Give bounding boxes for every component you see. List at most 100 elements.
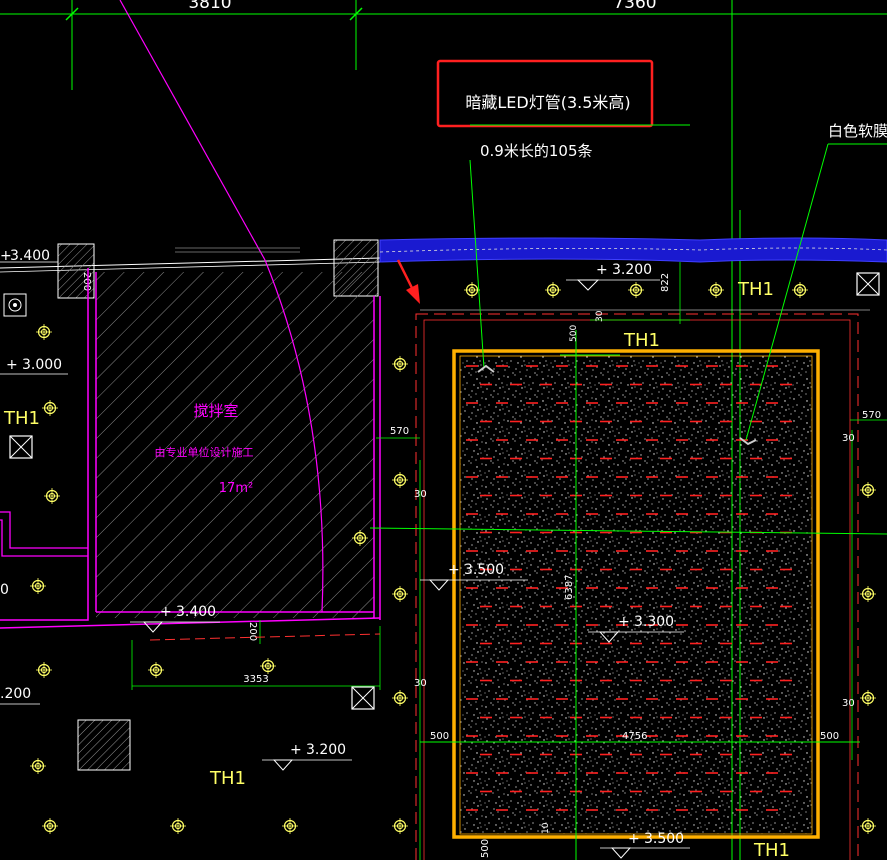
svg-text:+: + <box>0 248 12 264</box>
dim-30-right-1: 30 <box>842 433 855 444</box>
elevation-3000: + 3.000 <box>0 357 68 375</box>
ceiling-lamp-icon <box>859 689 877 707</box>
ceiling-lamp-icon <box>35 323 53 341</box>
ceiling-lamp-icon <box>544 281 562 299</box>
ceiling-lamp-icon <box>859 585 877 603</box>
svg-text:3.400: 3.400 <box>10 248 50 264</box>
red-arrow <box>396 259 420 304</box>
ceiling-lamp-icon <box>281 817 299 835</box>
curtain <box>379 237 887 263</box>
svg-text:+: + <box>290 742 302 758</box>
dim-3810: 3810 <box>188 0 231 13</box>
dim-200-top: 200 <box>81 272 92 291</box>
top-dimension: 3810 7360 <box>0 0 887 90</box>
th1-label: TH1 <box>753 840 790 860</box>
svg-text:3.500: 3.500 <box>464 562 504 578</box>
ceiling-note: 白色软膜天 <box>828 122 887 140</box>
svg-text:+: + <box>160 604 172 620</box>
dim-500-top: 500 <box>569 325 579 342</box>
ceiling-lamp-icon <box>35 661 53 679</box>
svg-text:3.400: 3.400 <box>176 604 216 620</box>
dim-200-mid: 200 <box>247 622 258 641</box>
diagonal-line <box>119 0 266 261</box>
dim-500-left: 500 <box>430 731 449 742</box>
ceiling-lamp-icon <box>147 661 165 679</box>
elevation-3200-bottom-left: + 3.200 <box>262 742 352 771</box>
diffuser-icon <box>9 435 33 459</box>
svg-text:+: + <box>628 831 640 847</box>
led-title: 暗藏LED灯管(3.5米高) <box>465 93 630 112</box>
svg-text:3.000: 3.000 <box>22 357 62 373</box>
svg-text:3.300: 3.300 <box>634 614 674 630</box>
elevation-3400-room: + 3.400 <box>130 604 220 633</box>
elevation-3300: + 3.300 <box>588 614 684 643</box>
dim-570-left: 570 <box>390 426 409 437</box>
dim-570-right: 570 <box>862 410 881 421</box>
ceiling-panel <box>460 356 812 834</box>
ceiling-lamp-icon <box>791 281 809 299</box>
ceiling-lamp-icon <box>43 487 61 505</box>
elevation-3500-bottom: + 3.500 <box>600 831 690 859</box>
elevation-3400-top-left: 3.400 + <box>0 248 58 264</box>
th1-label: TH1 <box>209 768 246 789</box>
led-annotation: 暗藏LED灯管(3.5米高) 0.9米长的105条 <box>436 59 690 373</box>
highlight-box <box>436 59 654 128</box>
elevation-3200-top: + 3.200 <box>566 262 660 291</box>
svg-text:+: + <box>618 614 630 630</box>
dim-3353: 3353 <box>243 674 268 685</box>
ceiling-lamp-icon <box>29 577 47 595</box>
ceiling-lamp-icon <box>169 817 187 835</box>
ceiling-lamp-icon <box>463 281 481 299</box>
svg-text:3.200: 3.200 <box>612 262 652 278</box>
ceiling-lamp-icon <box>391 585 409 603</box>
dim-500-bottom: 500 <box>480 839 491 858</box>
dim-30-right-2: 30 <box>842 698 855 709</box>
room-name: 搅拌室 <box>193 402 238 420</box>
room-note: 由专业单位设计施工 <box>155 445 254 459</box>
dim-30-left-1: 30 <box>414 489 427 500</box>
led-subtitle: 0.9米长的105条 <box>480 142 593 160</box>
svg-text:+: + <box>448 562 460 578</box>
ceiling-lamp-icon <box>391 689 409 707</box>
room-area: 17m² <box>219 481 253 496</box>
elevation-partial-0: 0 <box>0 582 9 598</box>
ceiling-frame <box>452 349 820 839</box>
dim-30-top: 30 <box>595 310 605 322</box>
ceiling-dims: 822 30 500 570 570 30 30 30 30 6387 500 … <box>376 262 887 860</box>
mixing-room: 搅拌室 由专业单位设计施工 17m² <box>0 259 381 629</box>
ceiling-lamp-icon <box>859 481 877 499</box>
ceiling-lamp-icon <box>391 355 409 373</box>
ceiling-lamp-icon <box>41 817 59 835</box>
ceiling-lamp-icon <box>859 817 877 835</box>
elevation-partial: .200 <box>0 686 31 702</box>
diffuser-icon <box>351 686 375 710</box>
svg-text:+: + <box>596 262 608 278</box>
dim-10: 10 <box>541 822 551 834</box>
ceiling-lamp-icon <box>259 657 277 675</box>
elevation-3500-left: + 3.500 <box>420 562 528 591</box>
ceiling-lamp-icon <box>41 399 59 417</box>
th1-label: TH1 <box>623 330 660 351</box>
dim-30-left-2: 30 <box>414 678 427 689</box>
ceiling-lamp-icon <box>627 281 645 299</box>
wall-top <box>0 247 381 273</box>
th1-label: TH1 <box>3 408 40 429</box>
ceiling-lamp-icon <box>391 471 409 489</box>
ceiling-lamp-icon <box>707 281 725 299</box>
dim-7360: 7360 <box>613 0 656 13</box>
socket-icon <box>3 293 27 317</box>
dim-6387: 6387 <box>564 575 575 600</box>
room-dims: 3353 200 <box>131 620 381 690</box>
th1-label: TH1 <box>737 279 774 300</box>
dim-500-right: 500 <box>820 731 839 742</box>
wall-left <box>0 511 88 549</box>
ceiling-lamp-icon <box>391 817 409 835</box>
dim-822: 822 <box>660 273 671 292</box>
dim-4756: 4756 <box>622 731 647 742</box>
svg-text:3.500: 3.500 <box>644 831 684 847</box>
svg-text:3.200: 3.200 <box>306 742 346 758</box>
diffuser-icon <box>856 272 880 296</box>
ceiling-lamp-icon <box>29 757 47 775</box>
ceiling-annotation: 白色软膜天 <box>739 122 887 446</box>
